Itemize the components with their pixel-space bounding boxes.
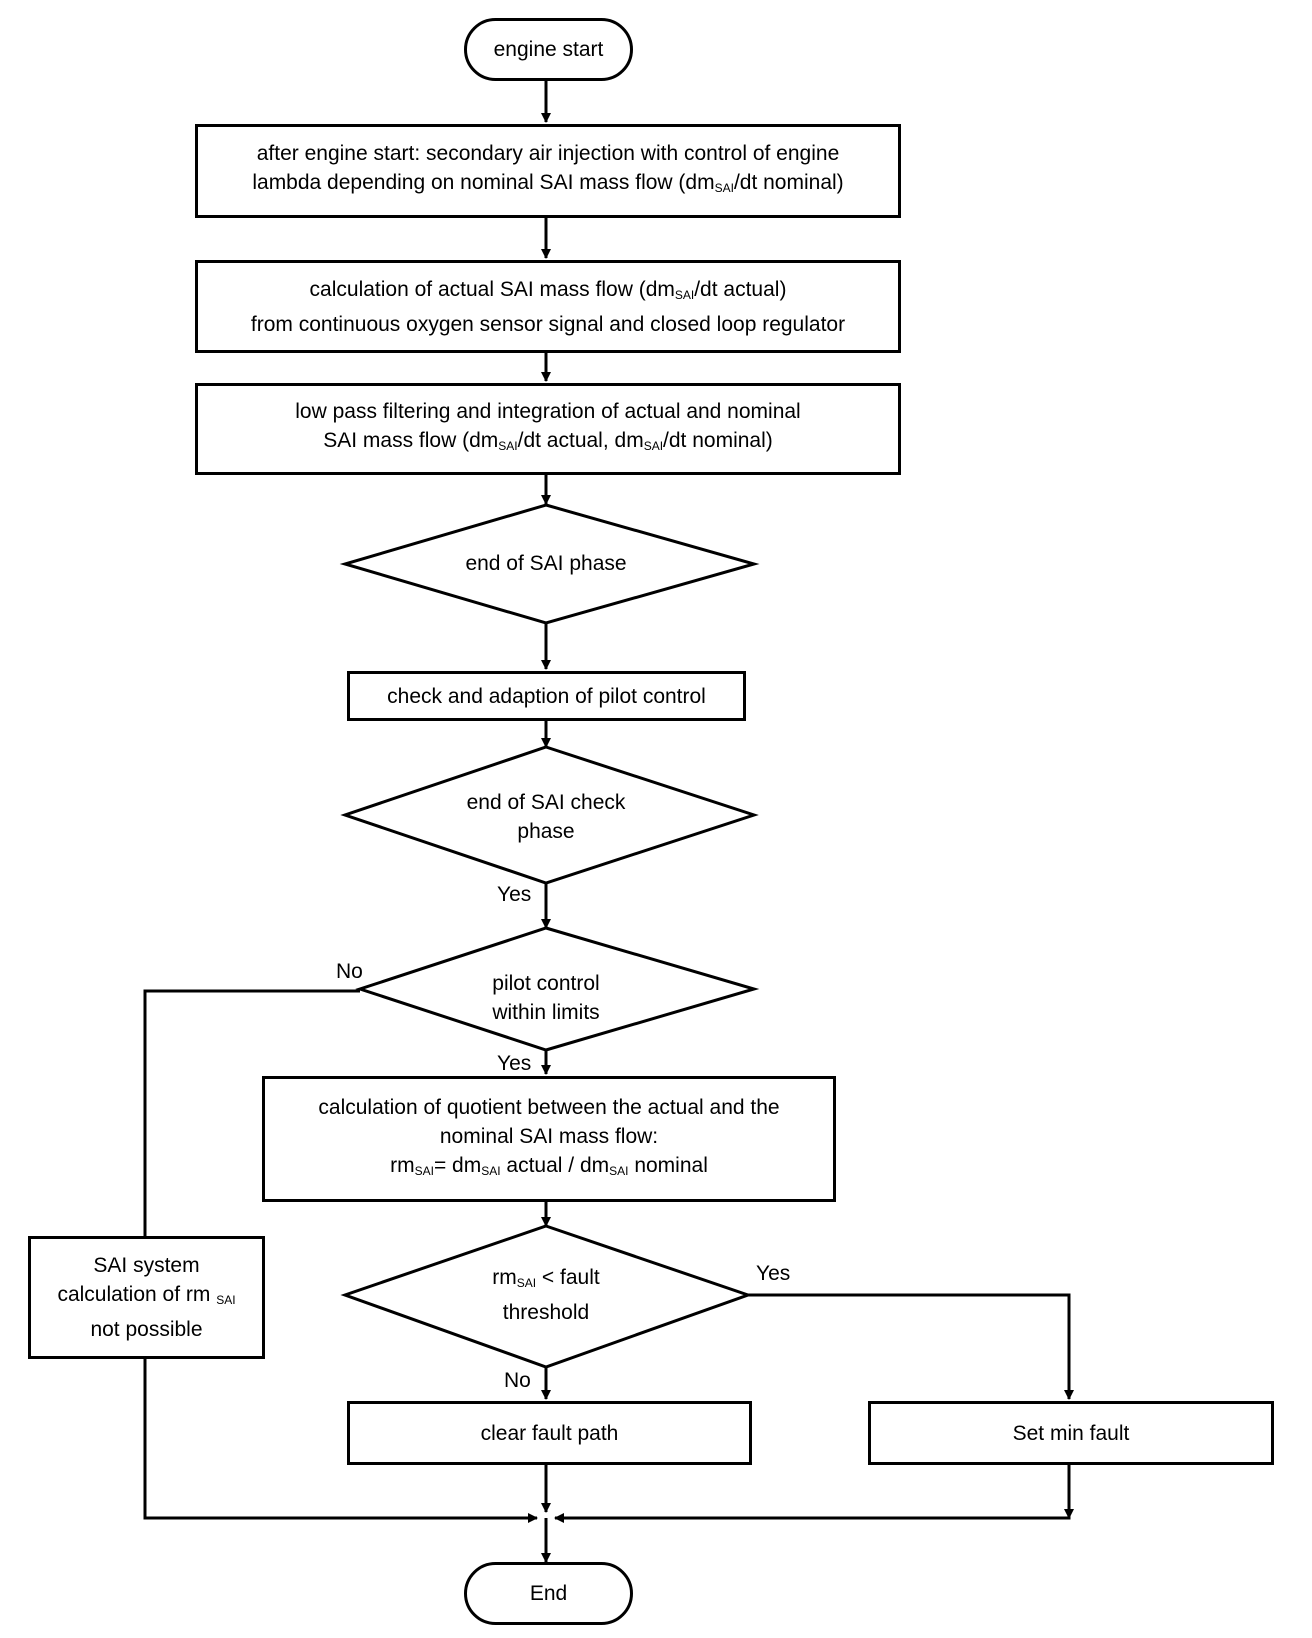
side-line2: calculation of rm SAI — [57, 1283, 236, 1307]
decision-end-of-sai-check-phase — [340, 745, 759, 885]
set-fault-to-merge — [554, 1463, 1071, 1523]
start-label: engine start — [493, 38, 604, 61]
step5-line3: rmSAI= dmSAI actual / dmSAI nominal — [390, 1153, 708, 1178]
decision2-text: end of SAI check phase — [466, 791, 626, 843]
step-calculate-quotient: calculation of quotient between the actu… — [262, 1076, 836, 1202]
decision-end-of-sai-phase — [339, 503, 760, 625]
step-low-pass-filtering: low pass filtering and integration of ac… — [195, 383, 901, 475]
decision4-text: rmSAI < fault threshold — [492, 1266, 600, 1324]
label-yes-check-phase: Yes — [497, 883, 532, 906]
label-no-fault-threshold: No — [504, 1369, 531, 1392]
yes-branch-to-set-fault — [748, 1293, 1074, 1400]
decision1-text: end of SAI phase — [465, 551, 627, 575]
side-line3: not possible — [90, 1318, 203, 1341]
clear-fault-label: clear fault path — [480, 1421, 619, 1445]
label-yes-fault-threshold: Yes — [756, 1262, 791, 1285]
end-label: End — [529, 1582, 568, 1605]
step1-line2: lambda depending on nominal SAI mass flo… — [252, 171, 844, 195]
step1-line1: after engine start: secondary air inject… — [256, 142, 840, 165]
decision-pilot-control-within-limits — [355, 926, 760, 1052]
side-box-calculation-not-possible: SAI system calculation of rm SAI not pos… — [28, 1236, 265, 1359]
step-check-adaption-pilot-control: check and adaption of pilot control — [347, 671, 746, 721]
set-fault-label: Set min fault — [1012, 1421, 1130, 1445]
start-terminal: engine start — [464, 18, 633, 81]
label-no-pilot-control: No — [336, 960, 363, 983]
step-calculate-actual-mass-flow: calculation of actual SAI mass flow (dmS… — [195, 260, 901, 353]
side-line1: SAI system — [93, 1254, 200, 1277]
end-terminal: End — [464, 1562, 633, 1625]
step3-line2: SAI mass flow (dmSAI/dt actual, dmSAI/dt… — [323, 429, 773, 453]
step-secondary-air-injection: after engine start: secondary air inject… — [195, 124, 901, 218]
step-clear-fault-path: clear fault path — [347, 1401, 752, 1465]
step2-line2: from continuous oxygen sensor signal and… — [250, 312, 846, 336]
decision-rm-fault-threshold — [340, 1224, 753, 1369]
step5-line2: nominal SAI mass flow: — [439, 1124, 659, 1148]
step5-line1: calculation of quotient between the actu… — [318, 1095, 780, 1119]
step3-line1: low pass filtering and integration of ac… — [295, 400, 801, 423]
label-yes-pilot-control: Yes — [497, 1052, 532, 1075]
step2-line1: calculation of actual SAI mass flow (dmS… — [309, 277, 787, 302]
decision3-text: pilot control within limits — [492, 972, 600, 1024]
step-set-min-fault: Set min fault — [868, 1401, 1274, 1465]
step4-label: check and adaption of pilot control — [387, 684, 706, 708]
